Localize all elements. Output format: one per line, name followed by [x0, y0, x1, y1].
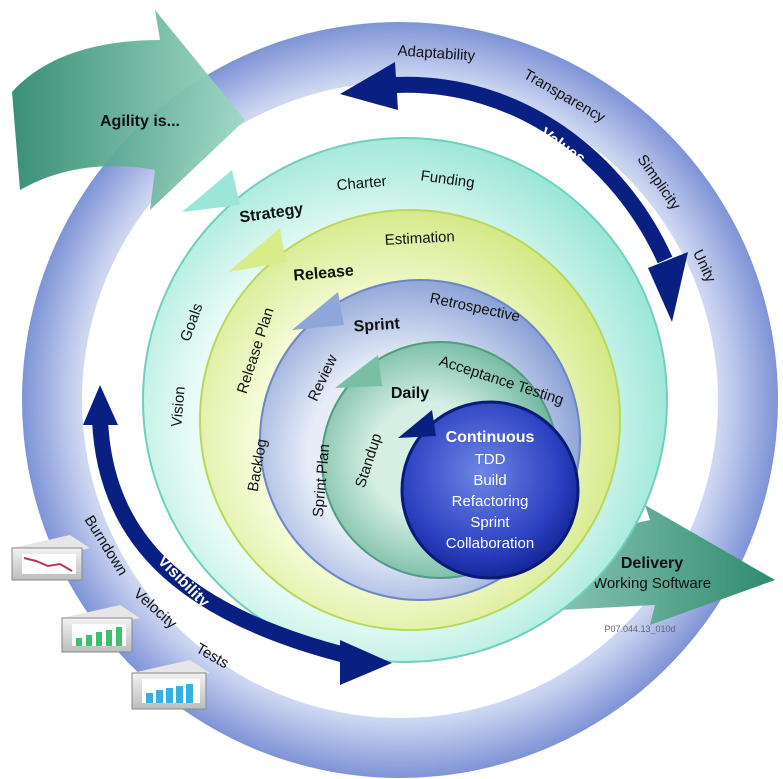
- strategy-item: Charter: [336, 173, 387, 194]
- sprint-item: Sprint Plan: [310, 443, 333, 518]
- continuous-arrowhead: [398, 410, 436, 438]
- daily-title: Daily: [391, 385, 429, 402]
- visibility-arrow: [92, 419, 347, 663]
- continuous-item: Refactoring: [452, 493, 529, 510]
- continuous-title: Continuous: [446, 429, 535, 446]
- continuous-item: TDD: [475, 451, 506, 468]
- strategy-arrowhead: [182, 170, 240, 212]
- sprint-arrowhead: [292, 292, 344, 330]
- continuous-item: Sprint: [470, 514, 510, 531]
- figure-id: P07.044.13_010d: [604, 624, 675, 634]
- strategy-item: Vision: [168, 386, 188, 428]
- continuous-item: Build: [473, 472, 506, 489]
- visibility-arrowhead-top: [83, 385, 118, 425]
- visibility-arrowhead-bottom: [340, 640, 392, 685]
- release-item: Estimation: [384, 228, 455, 249]
- values-item: Adaptability: [397, 42, 476, 64]
- values-arrow: [394, 76, 673, 264]
- release-title: Release: [293, 262, 355, 284]
- agility-arrow: [12, 10, 245, 210]
- daily-arrowhead: [335, 355, 382, 388]
- burndown-chart-icon: [11, 535, 90, 581]
- release-arrowhead: [228, 228, 286, 272]
- sprint-title: Sprint: [353, 315, 401, 335]
- continuous-item: Collaboration: [446, 535, 534, 552]
- velocity-chart-icon: [61, 605, 140, 653]
- continuous-core: [400, 400, 580, 580]
- values-arrowhead-top: [340, 62, 398, 110]
- delivery-title: Delivery: [621, 555, 683, 572]
- agility-label: Agility is...: [100, 113, 180, 130]
- delivery-subtitle: Working Software: [593, 575, 711, 592]
- values-arrowhead-bottom: [648, 252, 688, 322]
- tests-chart-icon: [131, 660, 210, 710]
